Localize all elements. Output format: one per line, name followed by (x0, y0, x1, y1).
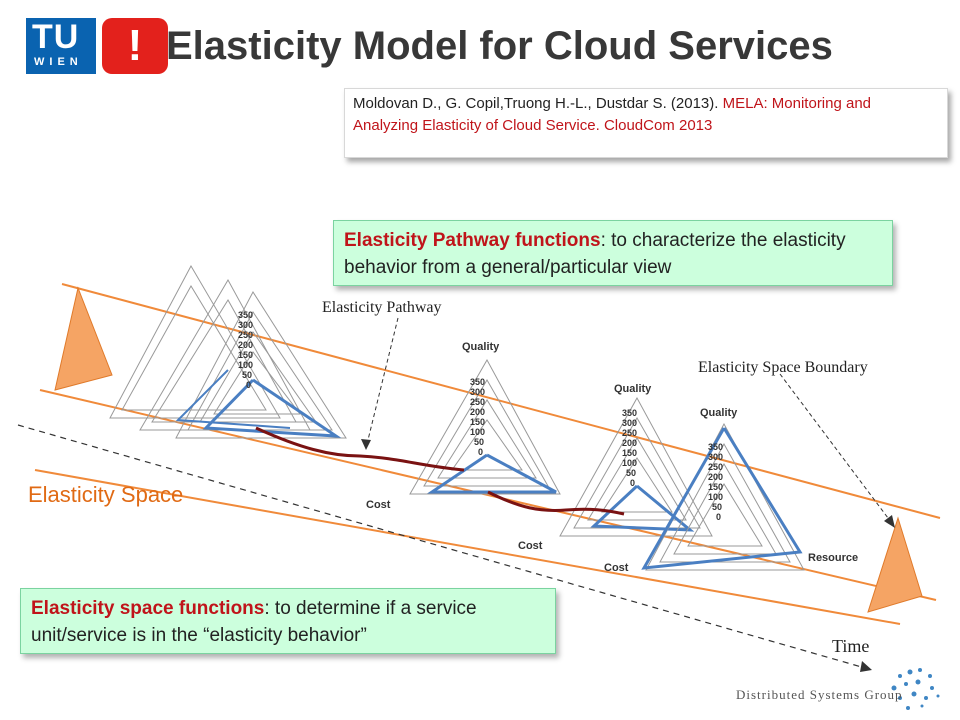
logo-wien-text: WIEN (34, 56, 83, 68)
citation-box: Moldovan D., G. Copil,Truong H.-L., Dust… (344, 88, 948, 158)
tick-labels-left: 350 300 250 200 150 100 50 0 (238, 310, 253, 390)
elasticity-space-label: Elasticity Space (28, 482, 184, 507)
resource-label-right: Resource (808, 552, 858, 564)
svg-text:250: 250 (708, 462, 723, 472)
radar-series-right (641, 427, 803, 570)
pathway-curve-2 (487, 490, 625, 516)
time-arrow-head (860, 661, 872, 672)
citation-authors: Moldovan D., G. Copil,Truong H.-L., Dust… (353, 95, 723, 112)
citation-paper: MELA: Monitoring and Analyzing Elasticit… (353, 95, 872, 134)
svg-text:350: 350 (238, 310, 253, 320)
svg-text:100: 100 (622, 458, 637, 468)
tu-wien-logo: TU WIEN ! (26, 18, 168, 74)
cost-label-middle: Cost (366, 499, 391, 511)
svg-text:350: 350 (470, 377, 485, 387)
pathway-callout-text: : to characterize the elasticity behavio… (344, 230, 846, 278)
time-axis (17, 424, 873, 671)
svg-text:100: 100 (238, 360, 253, 370)
svg-text:300: 300 (622, 418, 637, 428)
boundary-line-top (61, 283, 941, 519)
pathway-pointer (365, 317, 399, 449)
footer-group-name: Distributed Systems Group (736, 687, 903, 702)
svg-text:250: 250 (622, 428, 637, 438)
boundary-line-bottom (34, 469, 901, 625)
logo-tu-text: TU (32, 18, 80, 56)
svg-text:350: 350 (708, 442, 723, 452)
pathway-callout-key: Elasticity Pathway functions (344, 230, 601, 251)
boundary-pointer-head (884, 515, 895, 528)
svg-text:150: 150 (622, 448, 637, 458)
pathway-functions-callout: Elasticity Pathway functions: to charact… (333, 220, 893, 286)
tick-labels-middle: 350 300 250 200 150 100 50 0 (470, 377, 485, 457)
boundary-label: Elasticity Space Boundary (698, 359, 868, 376)
time-label: Time (832, 636, 869, 656)
pathway-label: Elasticity Pathway (322, 299, 442, 316)
svg-text:50: 50 (712, 502, 722, 512)
svg-text:200: 200 (622, 438, 637, 448)
page-title: Elasticity Model for Cloud Services (166, 24, 833, 68)
radar-middle (409, 358, 561, 495)
boundary-line-middle (39, 389, 937, 601)
svg-text:50: 50 (626, 468, 636, 478)
boundary-pointer (779, 373, 895, 527)
cost-label-third: Cost (518, 540, 543, 552)
svg-text:200: 200 (470, 407, 485, 417)
svg-text:50: 50 (474, 437, 484, 447)
pathway-pointer-head (361, 439, 371, 450)
svg-text:350: 350 (622, 408, 637, 418)
space-callout-text: : to determine if a service unit/service… (31, 598, 477, 646)
svg-text:250: 250 (238, 330, 253, 340)
svg-text:200: 200 (238, 340, 253, 350)
radar-series-left (202, 378, 342, 438)
space-functions-callout: Elasticity space functions: to determine… (20, 588, 556, 654)
radar-series-left-back (175, 369, 291, 429)
svg-text:0: 0 (478, 447, 483, 457)
radar-series-middle (427, 453, 557, 494)
boundary-cone-right (867, 516, 923, 613)
svg-text:300: 300 (238, 320, 253, 330)
boundary-cone-left (54, 286, 113, 391)
tick-labels-right: 350 300 250 200 150 100 50 0 (708, 442, 723, 522)
svg-text:50: 50 (242, 370, 252, 380)
svg-text:150: 150 (470, 417, 485, 427)
svg-text:0: 0 (630, 478, 635, 488)
svg-text:0: 0 (716, 512, 721, 522)
quality-label-third: Quality (614, 383, 652, 395)
svg-text:100: 100 (708, 492, 723, 502)
cost-label-right: Cost (604, 562, 629, 574)
dsg-logo-dots (891, 668, 940, 710)
quality-label-middle: Quality (462, 341, 500, 353)
quality-label-right: Quality (700, 407, 738, 419)
space-callout-key: Elasticity space functions (31, 598, 265, 619)
radar-series-third (590, 484, 695, 532)
logo-exclamation: ! (102, 18, 168, 74)
svg-text:150: 150 (238, 350, 253, 360)
svg-text:0: 0 (246, 380, 251, 390)
svg-text:100: 100 (470, 427, 485, 437)
pathway-curve-1 (255, 426, 465, 472)
radar-stack-left (109, 264, 347, 439)
svg-text:300: 300 (708, 452, 723, 462)
tu-logo-block: TU WIEN (26, 18, 96, 74)
svg-text:150: 150 (708, 482, 723, 492)
svg-text:300: 300 (470, 387, 485, 397)
svg-text:200: 200 (708, 472, 723, 482)
tick-labels-third: 350 300 250 200 150 100 50 0 (622, 408, 637, 488)
svg-text:250: 250 (470, 397, 485, 407)
